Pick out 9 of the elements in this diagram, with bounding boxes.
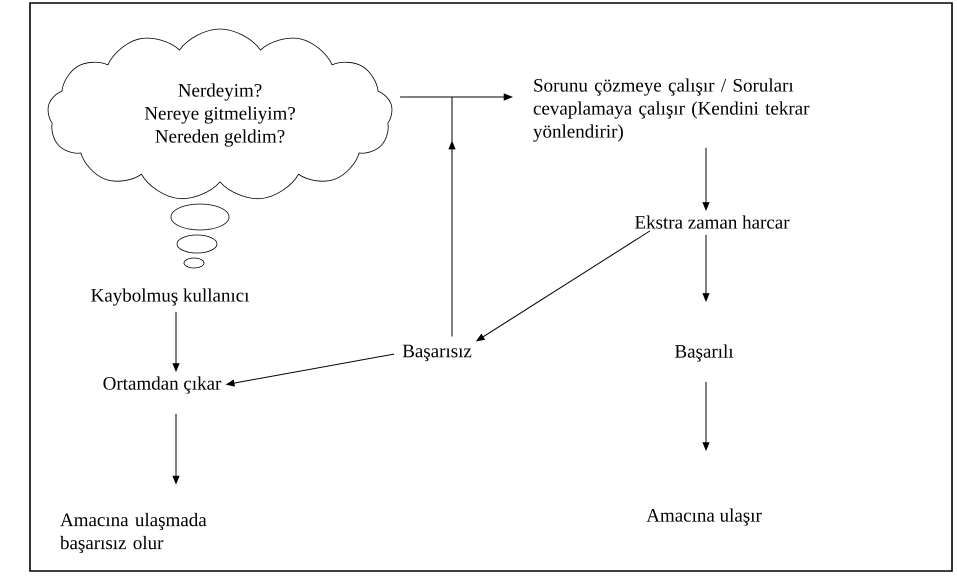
flow-text: Başarısız — [402, 344, 472, 362]
flow-text: Başarılı — [675, 344, 734, 362]
flow-text: Ekstra zaman harcar — [635, 215, 790, 229]
flow-text: Sorunu çözmeye çalışır / Soruları cevaplamaya çalışır (Kendini tekrar yönlendirir) — [533, 78, 810, 142]
flow-text: Amacına ulaşır — [646, 508, 762, 526]
flow-text: Kaybolmuş kullanıcı — [91, 288, 250, 306]
flow-text: Ortamdan çıkar — [103, 376, 222, 394]
thought-cloud: Nerdeyim? Nereye gitmeliyim? Nereden geldim? — [48, 28, 392, 268]
flow-text: Amacına ulaşmada başarısız olur — [60, 512, 206, 554]
